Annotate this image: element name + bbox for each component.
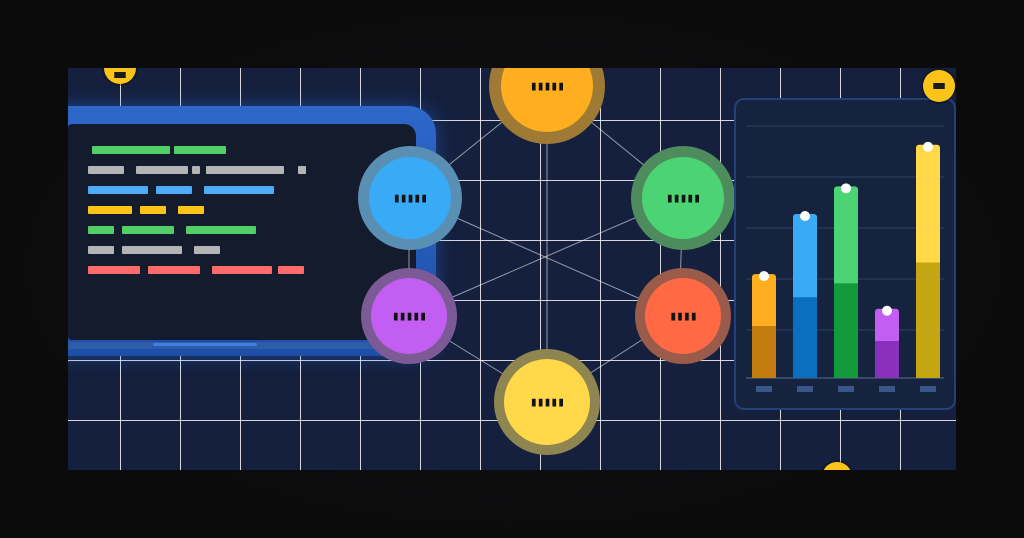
node-blue[interactable]: ▮▮▮▮▮ bbox=[358, 146, 462, 250]
chart-tick-label bbox=[756, 386, 772, 392]
menu-button-top-left[interactable] bbox=[104, 68, 136, 84]
node-label: ▮▮▮▮▮ bbox=[392, 190, 428, 206]
chart-tick-label bbox=[797, 386, 813, 392]
trackpad-notch bbox=[153, 343, 257, 346]
chart-tick-label bbox=[838, 386, 854, 392]
chart-point-marker bbox=[923, 141, 933, 152]
node-label: ▮▮▮▮▮ bbox=[391, 308, 427, 324]
chart-bar-lower-segment bbox=[834, 283, 858, 378]
node-orange[interactable]: ▮▮▮▮▮ bbox=[489, 68, 605, 144]
node-red[interactable]: ▮▮▮▮ bbox=[635, 268, 731, 364]
hamburger-menu-icon bbox=[933, 83, 945, 89]
node-red-core: ▮▮▮▮ bbox=[645, 278, 721, 354]
node-purple[interactable]: ▮▮▮▮▮ bbox=[361, 268, 457, 364]
bar-chart bbox=[746, 125, 944, 392]
node-label: ▮▮▮▮▮ bbox=[529, 394, 565, 410]
illustration-stage: ▮▮▮▮▮ ▮▮▮▮▮ ▮▮▮▮▮ ▮▮▮▮▮ ▮▮▮▮ ▮▮▮▮▮ bbox=[68, 68, 956, 470]
menu-button-bottom[interactable] bbox=[822, 462, 852, 470]
chart-point-marker bbox=[841, 183, 851, 194]
chart-bar-lower-segment bbox=[752, 326, 776, 378]
node-yellow[interactable]: ▮▮▮▮▮ bbox=[494, 349, 600, 455]
menu-button-top-right[interactable] bbox=[923, 70, 955, 102]
laptop-base bbox=[68, 342, 378, 349]
hamburger-menu-icon bbox=[114, 72, 126, 78]
node-label: ▮▮▮▮▮ bbox=[529, 78, 565, 94]
node-label: ▮▮▮▮▮ bbox=[665, 190, 701, 206]
node-green[interactable]: ▮▮▮▮▮ bbox=[631, 146, 735, 250]
bar-chart-panel bbox=[734, 98, 956, 410]
chart-point-marker bbox=[882, 305, 892, 316]
chart-point-marker bbox=[800, 211, 810, 222]
chart-bar-lower-segment bbox=[916, 262, 940, 378]
chart-bar-lower-segment bbox=[793, 297, 817, 378]
node-green-core: ▮▮▮▮▮ bbox=[642, 157, 724, 239]
chart-bar-lower-segment bbox=[875, 341, 899, 378]
node-purple-core: ▮▮▮▮▮ bbox=[371, 278, 447, 354]
node-label: ▮▮▮▮ bbox=[669, 308, 697, 324]
chart-tick-label bbox=[879, 386, 895, 392]
chart-point-marker bbox=[759, 271, 769, 282]
chart-tick-label bbox=[920, 386, 936, 392]
node-blue-core: ▮▮▮▮▮ bbox=[369, 157, 451, 239]
node-yellow-core: ▮▮▮▮▮ bbox=[504, 359, 590, 445]
code-editor-screen bbox=[68, 124, 416, 340]
node-orange-core: ▮▮▮▮▮ bbox=[501, 68, 593, 132]
